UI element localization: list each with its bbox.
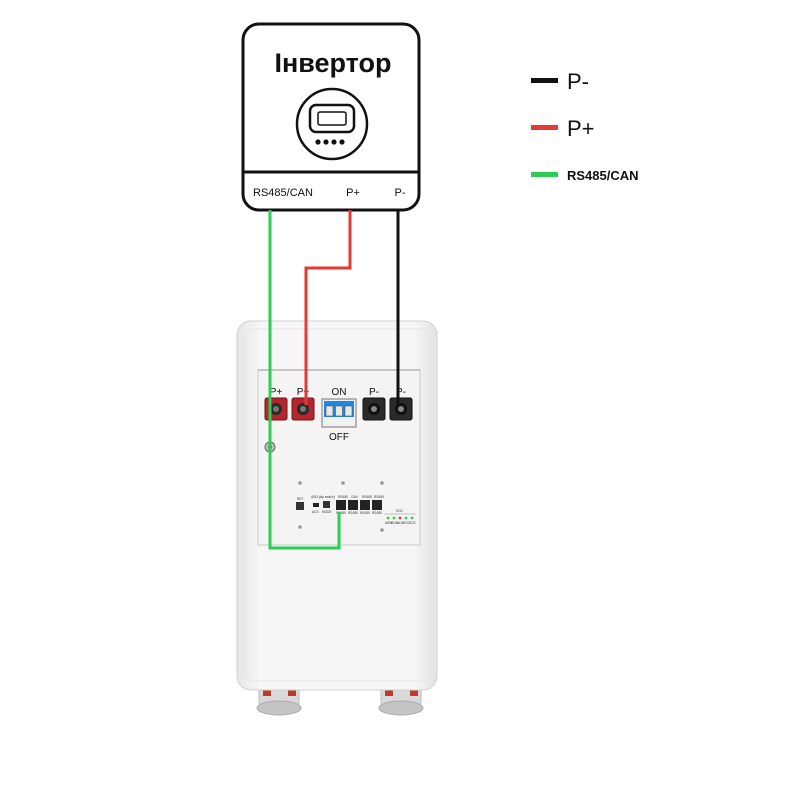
legend-label-neg: P- — [567, 69, 589, 94]
dip-switch — [313, 503, 319, 507]
led-label-1: ARM — [385, 521, 392, 525]
led-label-5: SOC — [409, 521, 417, 525]
legend-item-comm: RS485/CAN — [531, 168, 639, 183]
inverter-port-pos: P+ — [346, 187, 360, 199]
rj45-port-2 — [348, 500, 358, 510]
wire-positive — [304, 210, 352, 405]
port-bottom-label-1: RS485 — [336, 511, 346, 515]
status-leds — [386, 516, 414, 520]
rj45-port-1 — [336, 500, 346, 510]
inverter-display-icon — [295, 87, 369, 161]
terminal-pos2 — [291, 397, 315, 421]
inverter-port-comm: RS485/CAN — [253, 187, 313, 199]
terminal-neg2 — [389, 397, 413, 421]
inverter-box: Інвертор RS485/CAN P+ P- — [241, 22, 421, 212]
terminal-label-neg2: P- — [396, 387, 406, 398]
port-top-label-4: RS485 — [374, 495, 384, 499]
port-top-label-2: CAN — [351, 495, 358, 499]
rst-label: RST — [297, 497, 303, 501]
mode-label: MODE — [322, 510, 332, 514]
rst-button — [296, 502, 304, 510]
led-label-3: ALM — [397, 521, 404, 525]
mode-button — [323, 501, 330, 508]
terminal-label-pos2: P+ — [297, 387, 310, 398]
led-label-2: RUN — [391, 521, 399, 525]
rj45-port-3 — [360, 500, 370, 510]
legend-label-comm: RS485/CAN — [567, 168, 639, 183]
wire-rs485-can — [268, 210, 341, 550]
battery-cabinet: P+ P+ P- P- ON OFF — [236, 320, 438, 716]
terminal-pos1 — [264, 397, 288, 421]
terminal-label-pos1: P+ — [270, 387, 283, 398]
terminal-neg1 — [362, 397, 386, 421]
breaker-off-label: OFF — [329, 432, 349, 443]
port-bottom-label-4: RS485 — [372, 511, 382, 515]
soc-label: SOC — [396, 509, 404, 513]
legend-item-neg: P- — [531, 69, 589, 94]
breaker-on-label: ON — [332, 387, 347, 398]
inverter-port-neg: P- — [395, 187, 406, 199]
legend: P- P+ RS485/CAN — [531, 69, 639, 183]
port-top-label-3: RS485 — [362, 495, 372, 499]
led-label-4: SOC — [403, 521, 411, 525]
legend-label-pos: P+ — [567, 116, 595, 141]
cabinet-bezel — [243, 328, 431, 682]
port-bottom-label-2: RS485 — [348, 511, 358, 515]
port-top-label-1: RS485 — [338, 495, 348, 499]
addr-label: ADD (dip switch) — [311, 495, 335, 499]
rj45-port-4 — [372, 500, 382, 510]
breaker-switch: ON OFF — [321, 387, 357, 443]
legend-swatch-neg — [531, 78, 558, 83]
port-bottom-label-3: RS485 — [360, 511, 370, 515]
legend-item-pos: P+ — [531, 116, 595, 141]
legend-swatch-comm — [531, 172, 558, 177]
legend-swatch-pos — [531, 125, 558, 130]
control-panel: RST ADD (dip switch) ACS MODE RS485 CAN … — [296, 481, 417, 532]
terminal-label-neg1: P- — [369, 387, 379, 398]
acs-label: ACS — [312, 510, 319, 514]
inverter-title: Інвертор — [274, 48, 391, 78]
